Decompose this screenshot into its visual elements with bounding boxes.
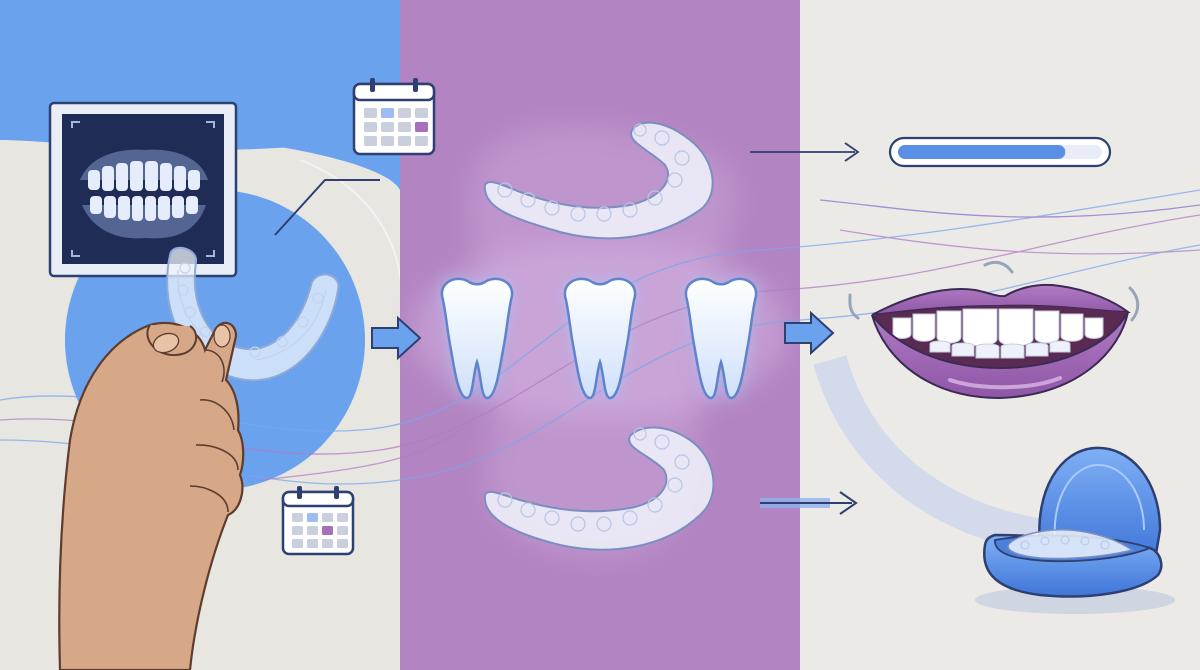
calendar-day: [292, 526, 303, 535]
progress-fill: [898, 145, 1066, 159]
calendar-day: [337, 513, 348, 522]
calendar-day: [307, 513, 318, 522]
calendar-day: [292, 539, 303, 548]
calendar-day: [307, 539, 318, 548]
xray-icon: [48, 101, 238, 278]
calendar-day: [398, 136, 411, 146]
calendar-day-highlight: [322, 526, 333, 535]
calendar-day: [337, 526, 348, 535]
arrow-right-icon: [750, 142, 860, 162]
calendar-day: [337, 539, 348, 548]
calendar-day: [322, 539, 333, 548]
smile-icon: [848, 260, 1140, 400]
connector-line: [274, 179, 380, 236]
calendar-day: [381, 108, 394, 118]
aligner-tray-icon: [483, 121, 714, 240]
calendar-day: [322, 513, 333, 522]
arrow-right-icon: [371, 315, 422, 361]
calendar-day: [381, 122, 394, 132]
calendar-day: [381, 136, 394, 146]
calendar-day: [292, 513, 303, 522]
calendar-day: [398, 122, 411, 132]
calendar-day: [364, 108, 377, 118]
progress-bar-icon: [888, 136, 1112, 168]
hand-icon: [58, 321, 245, 670]
calendar-day: [415, 108, 428, 118]
calendar-icon: [281, 486, 355, 556]
aligner-tray-icon: [483, 426, 715, 551]
calendar-day: [398, 108, 411, 118]
calendar-day: [364, 136, 377, 146]
calendar-day-highlight: [415, 122, 428, 132]
calendar-day: [307, 526, 318, 535]
arrow-right-icon: [760, 491, 858, 515]
calendar-day: [364, 122, 377, 132]
retainer-case-icon: [975, 446, 1175, 614]
arrow-right-icon: [784, 310, 835, 356]
calendar-day: [415, 136, 428, 146]
calendar-icon: [352, 78, 436, 156]
